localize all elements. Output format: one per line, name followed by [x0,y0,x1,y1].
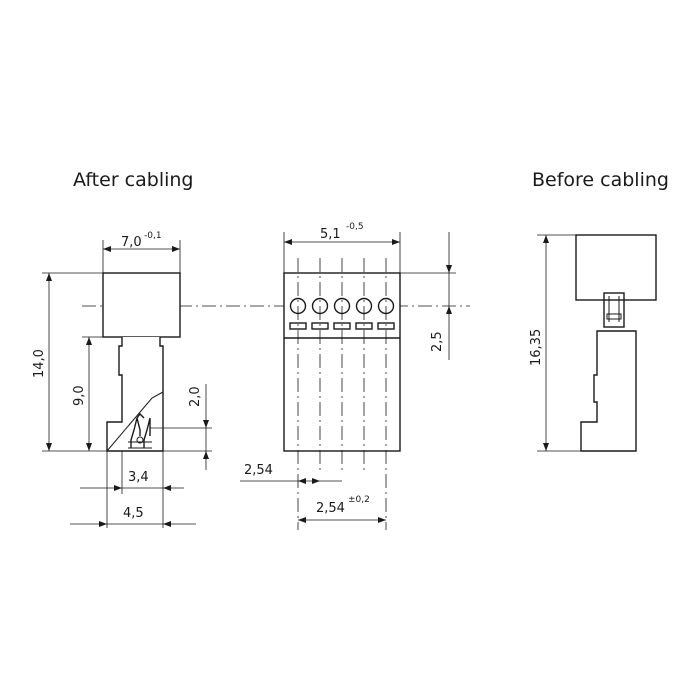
dimensions-before-cabling: 16,35 [529,234,581,452]
dimensions-after-cabling: 7,0 -0,1 14,0 9,0 2,0 3,4 4,5 [32,231,212,528]
dim-width-top: 7,0 [121,235,142,250]
contact-slot-1 [289,322,307,330]
connector-head-before [575,234,657,301]
dimensions-front-view: 5,1 -0,5 2,5 2,54 2,54 ±0,2 [240,222,456,523]
front-view [283,258,401,530]
contact-slot-2 [311,322,329,330]
dim-height-lower: 9,0 [72,385,87,406]
dim-height-total: 14,0 [32,349,47,378]
title-after-cabling: After cabling [73,169,193,191]
contact-slot-4 [355,322,373,330]
dim-cable-height: 2,0 [188,386,203,407]
dim-front-offset: 2,5 [430,331,445,352]
contact-slot-3 [333,322,351,330]
contact-slot-5 [377,322,395,330]
contact-hole-4 [355,297,373,315]
contact-hole-5 [377,297,395,315]
dim-pitch-left: 2,54 [244,463,273,478]
contact-hole-3 [333,297,351,315]
dim-front-width: 5,1 [320,227,341,242]
dim-bottom-small: 3,4 [128,470,149,485]
dim-width-top-tolerance: -0,1 [144,231,162,241]
dim-pitch: 2,54 [316,501,345,516]
side-view-before-cabling [575,234,657,452]
dim-bottom-large: 4,5 [123,506,144,521]
dim-front-width-tolerance: -0,5 [346,222,364,232]
contact-hole-2 [311,297,329,315]
connector-body-before [580,330,637,452]
side-view-after-cabling [102,272,181,452]
connector-body [106,337,164,452]
contact-fork-icon [130,412,151,448]
cable-slant [106,391,164,452]
contact-hole-1 [289,297,307,315]
dim-pitch-tolerance: ±0,2 [348,495,370,505]
title-before-cabling: Before cabling [532,169,669,191]
dim-height-before: 16,35 [529,329,544,366]
connector-head [102,272,181,338]
